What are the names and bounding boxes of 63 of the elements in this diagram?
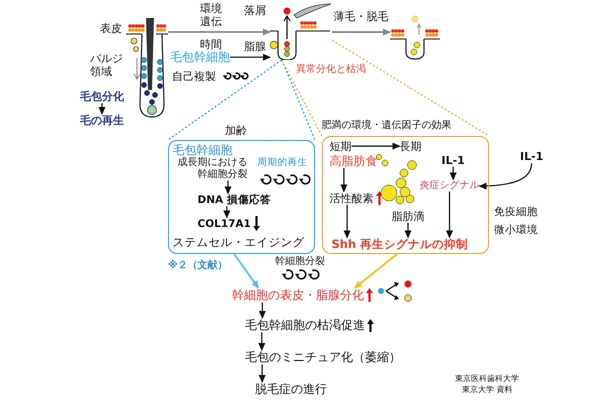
arrow — [340, 168, 348, 192]
text-label: 時間 — [200, 38, 222, 51]
edge-label: 薄毛・脱毛 — [334, 10, 388, 24]
flow-text: 毛包幹細胞 — [170, 50, 230, 64]
flow-text: 幹細胞の表皮・脂腺分化 — [232, 288, 364, 302]
thin-follicle-drawing — [390, 15, 440, 60]
arrow — [98, 103, 106, 115]
source-note: 東京医科歯科大学 — [455, 374, 519, 384]
side-caption: 異常分化と枯渇 — [296, 64, 366, 76]
text-label: バルジ領域 — [90, 52, 124, 78]
arrow — [224, 180, 232, 194]
panel-note: 周期的再生 — [258, 156, 308, 168]
flow-text: DNA 損傷応答 — [198, 194, 271, 206]
side-caption: 加齢 — [225, 124, 247, 138]
arrow — [354, 253, 398, 289]
arrow — [344, 204, 351, 238]
text-label: 表皮 — [100, 22, 122, 36]
flow-text: IL-1 — [520, 150, 544, 164]
arrow — [230, 54, 271, 61]
arrow — [450, 166, 457, 180]
text-label: 自己複製 — [172, 70, 216, 84]
flow-text: COL17A1 — [198, 218, 251, 230]
panel-heading: 毛包幹細胞 — [172, 142, 232, 156]
hair-follicle-drawing — [126, 18, 168, 118]
dashed-line — [167, 59, 316, 141]
arrow — [168, 28, 271, 36]
text-label: ※２（文献） — [168, 260, 228, 272]
text-label: 環境遺伝 — [200, 2, 223, 28]
text-label: 落屑 — [244, 4, 266, 18]
panel-heading: 肥満の環境・遺伝因子の効果 — [322, 120, 452, 132]
flow-text: 脂肪滴 — [392, 210, 424, 223]
arrow — [258, 302, 266, 319]
text-label: 脂腺 — [244, 40, 266, 54]
flow-text: IL-1 — [442, 154, 465, 167]
flow-text: 毛包分化 — [80, 90, 124, 104]
arrow — [446, 192, 453, 238]
text-label: 免疫細胞 — [494, 206, 538, 219]
flow-text: Shh 再生シグナルの抑制 — [332, 238, 468, 252]
arrow — [404, 222, 412, 238]
dashed-line — [281, 39, 490, 137]
flow-text: 毛包幹細胞の枯渇促進 — [245, 318, 365, 332]
arrow — [233, 253, 260, 289]
flow-text: 短期 — [330, 140, 352, 153]
arrow — [223, 206, 230, 218]
flow-text: 毛の再生 — [80, 114, 124, 128]
follicle-sebaceous-drawing — [270, 3, 332, 60]
arrow — [352, 142, 400, 150]
text-label: 微小環境 — [494, 224, 538, 237]
text-label: 幹細胞分裂 — [275, 256, 325, 268]
arrow — [332, 28, 391, 36]
flow-text: 毛包のミニチュア化（萎縮） — [245, 350, 401, 364]
arrow — [258, 364, 266, 383]
panel-conclusion: ステムセル・エイジング — [172, 236, 304, 250]
flow-text: 長期 — [400, 140, 422, 153]
flow-text: 炎症シグナル — [420, 180, 480, 192]
source-note: 東京大学 資料 — [462, 385, 513, 395]
arrow — [258, 332, 266, 351]
flow-text: 活性酸素 — [330, 192, 374, 205]
arrow — [478, 163, 532, 190]
rounded-panel — [168, 140, 315, 254]
flow-text: 成長期における幹細胞分裂 — [170, 156, 248, 180]
flow-text: 高脂肪食 — [330, 154, 378, 168]
flow-text: 脱毛症の進行 — [255, 382, 327, 396]
